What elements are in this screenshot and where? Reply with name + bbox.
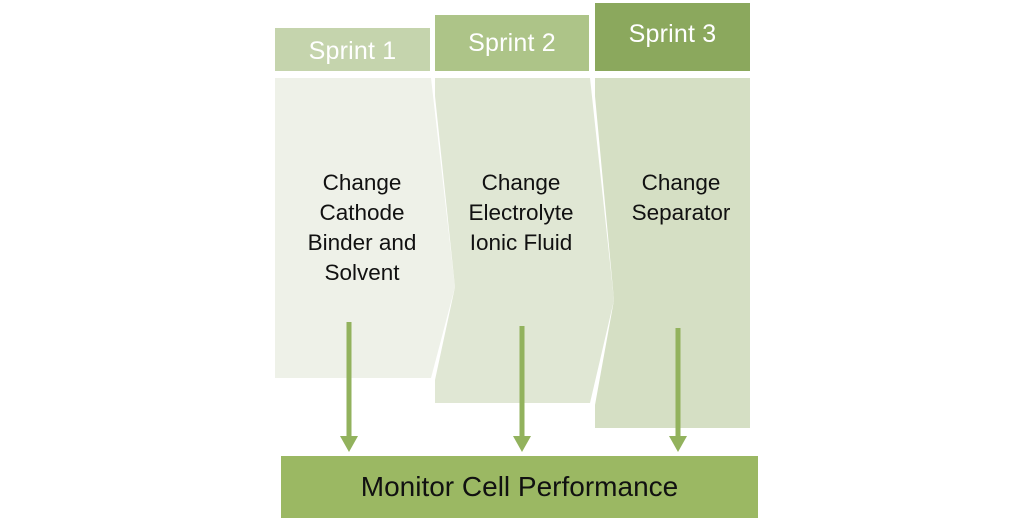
sprint-1-task: Change Cathode Binder and Solvent (307, 170, 417, 285)
sprint-2-task: Change Electrolyte Ionic Fluid (468, 170, 574, 255)
sprint-1-label: Sprint 1 (308, 37, 397, 65)
sprint-1-header: Sprint 1 (275, 28, 430, 71)
sprint-1-panel (275, 78, 455, 378)
sprint-3-label: Sprint 3 (628, 19, 717, 48)
sprint-3-task: Change Separator (631, 170, 731, 225)
sprint-2-label: Sprint 2 (468, 28, 556, 57)
sprint-3-header: Sprint 3 (595, 3, 750, 71)
sprint-3-panel (595, 78, 750, 428)
sprint-2-arrow (513, 326, 531, 452)
monitor-cell-performance-box: Monitor Cell Performance (281, 456, 758, 518)
sprint-2-panel (435, 78, 614, 403)
sprint-3-arrow (669, 328, 687, 452)
monitor-label: Monitor Cell Performance (360, 471, 679, 502)
sprint-1-arrow (340, 322, 358, 452)
sprint-2-header: Sprint 2 (435, 15, 589, 71)
